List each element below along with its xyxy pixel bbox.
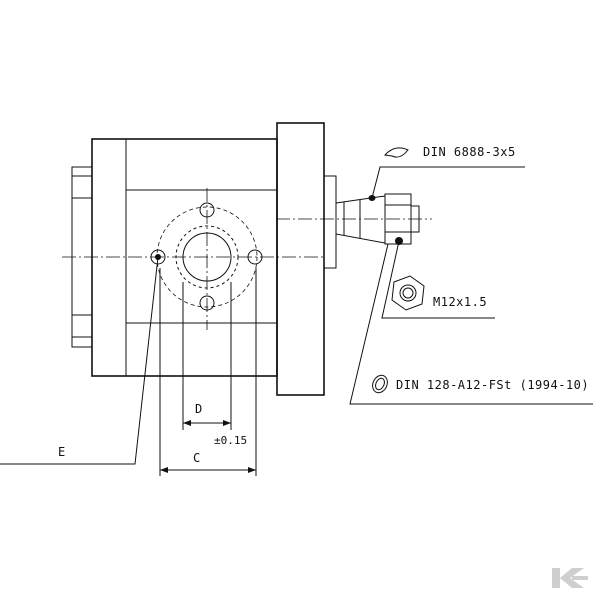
centre-lines xyxy=(62,188,432,330)
nut-callout: M12x1.5 xyxy=(381,240,495,319)
key-callout: DIN 6888-3x5 xyxy=(371,145,525,199)
washer-spec-label: DIN 128-A12-FSt (1994-10) xyxy=(396,378,589,392)
mounting-flange xyxy=(276,122,337,396)
dim-d-label: D xyxy=(195,402,203,416)
drive-shaft xyxy=(335,195,386,244)
pump-body xyxy=(91,138,278,377)
nut-spec-label: M12x1.5 xyxy=(433,295,487,309)
shaft-nut xyxy=(384,193,420,245)
dimension-c: C ±0.15 xyxy=(159,268,257,476)
port-face xyxy=(150,202,263,311)
dimension-d: D xyxy=(182,282,232,430)
dim-c-label: C xyxy=(193,451,201,465)
key-spec-label: DIN 6888-3x5 xyxy=(423,145,516,159)
leader-e: E xyxy=(0,256,159,465)
washer-callout: DIN 128-A12-FSt (1994-10) xyxy=(349,243,593,405)
tolerance-label: ±0.15 xyxy=(214,434,247,447)
dim-e-label: E xyxy=(58,445,66,459)
k-brand-logo-icon xyxy=(552,568,588,588)
